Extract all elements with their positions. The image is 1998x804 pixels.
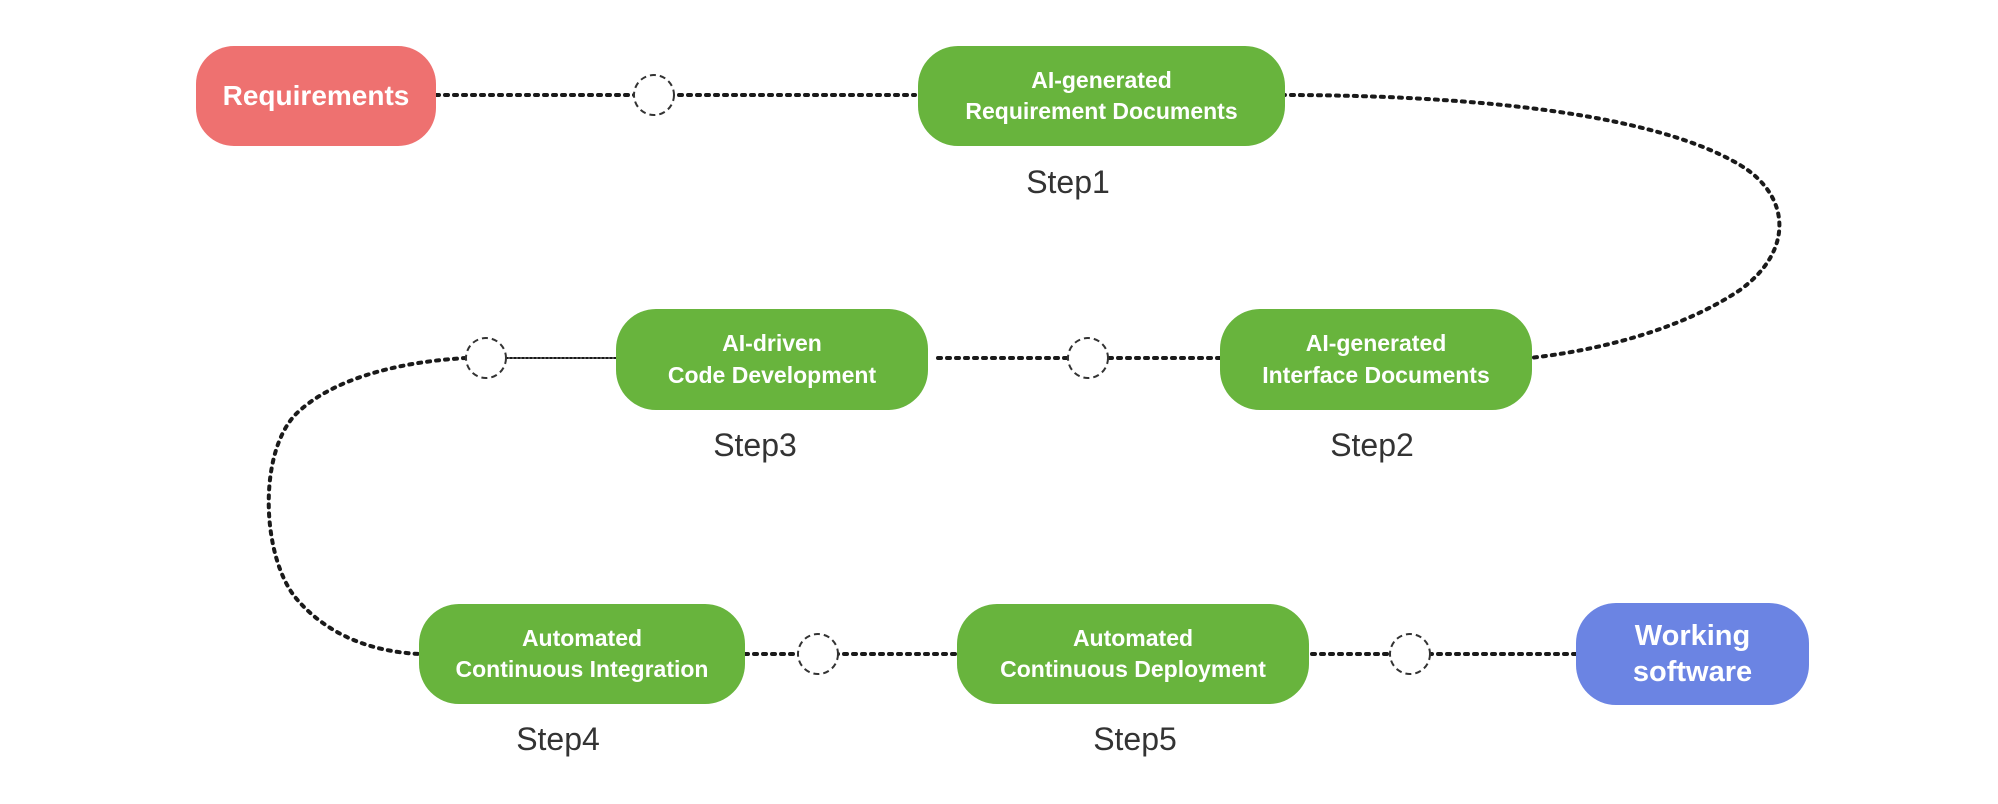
step5-line2: Continuous Deployment [1000, 656, 1266, 682]
requirements-node: Requirements [196, 46, 436, 146]
connector-step3-step4 [266, 356, 468, 656]
step3-node: AI-driven Code Development [616, 309, 928, 410]
working-software-node: Working software [1576, 603, 1809, 705]
step3-label: Step3 [713, 427, 797, 463]
working-software-line1: Working [1634, 619, 1751, 652]
step4-line2: Continuous Integration [455, 656, 709, 682]
connector-circle-5 [1389, 633, 1431, 675]
step1-node: AI-generated Requirement Documents [918, 46, 1285, 146]
step5-line1: Automated [1072, 624, 1194, 651]
step4-label: Step4 [516, 721, 600, 757]
requirements-label: Requirements [222, 80, 410, 112]
step2-node: AI-generated Interface Documents [1220, 309, 1532, 410]
step2-line1: AI-generated [1305, 330, 1447, 357]
connector-step1-step2 [1280, 93, 1782, 360]
step5-label: Step5 [1093, 721, 1177, 757]
step3-line1: AI-driven [722, 330, 822, 357]
step1-label: Step1 [1026, 164, 1110, 200]
step4-node: Automated Continuous Integration [419, 604, 745, 704]
step1-line1: AI-generated [1031, 66, 1172, 93]
connector-circle-4 [797, 633, 839, 675]
step1-line2: Requirement Documents [965, 98, 1238, 124]
step2-line2: Interface Documents [1262, 361, 1490, 388]
step2-label: Step2 [1330, 427, 1414, 463]
step4-line1: Automated [521, 624, 643, 651]
connector-circle-2 [1067, 337, 1109, 379]
step3-line2: Code Development [667, 361, 877, 388]
step5-node: Automated Continuous Deployment [957, 604, 1309, 704]
connector-circle-3 [465, 337, 507, 379]
connector-circle-1 [633, 74, 675, 116]
working-software-line2: software [1632, 656, 1753, 688]
